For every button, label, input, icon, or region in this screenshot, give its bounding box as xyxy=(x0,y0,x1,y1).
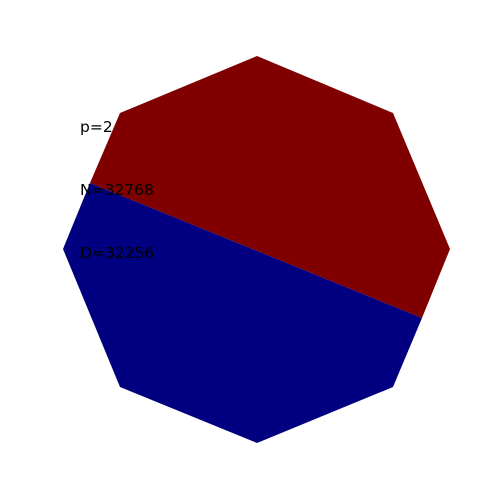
d-label: D=32256 xyxy=(80,244,155,262)
p-label: p=2 xyxy=(80,118,113,136)
lower-region xyxy=(63,183,422,443)
n-label: N=32768 xyxy=(80,181,154,199)
upper-region xyxy=(90,56,450,318)
parameter-labels: p=2 N=32768 D=32256 xyxy=(80,75,154,285)
